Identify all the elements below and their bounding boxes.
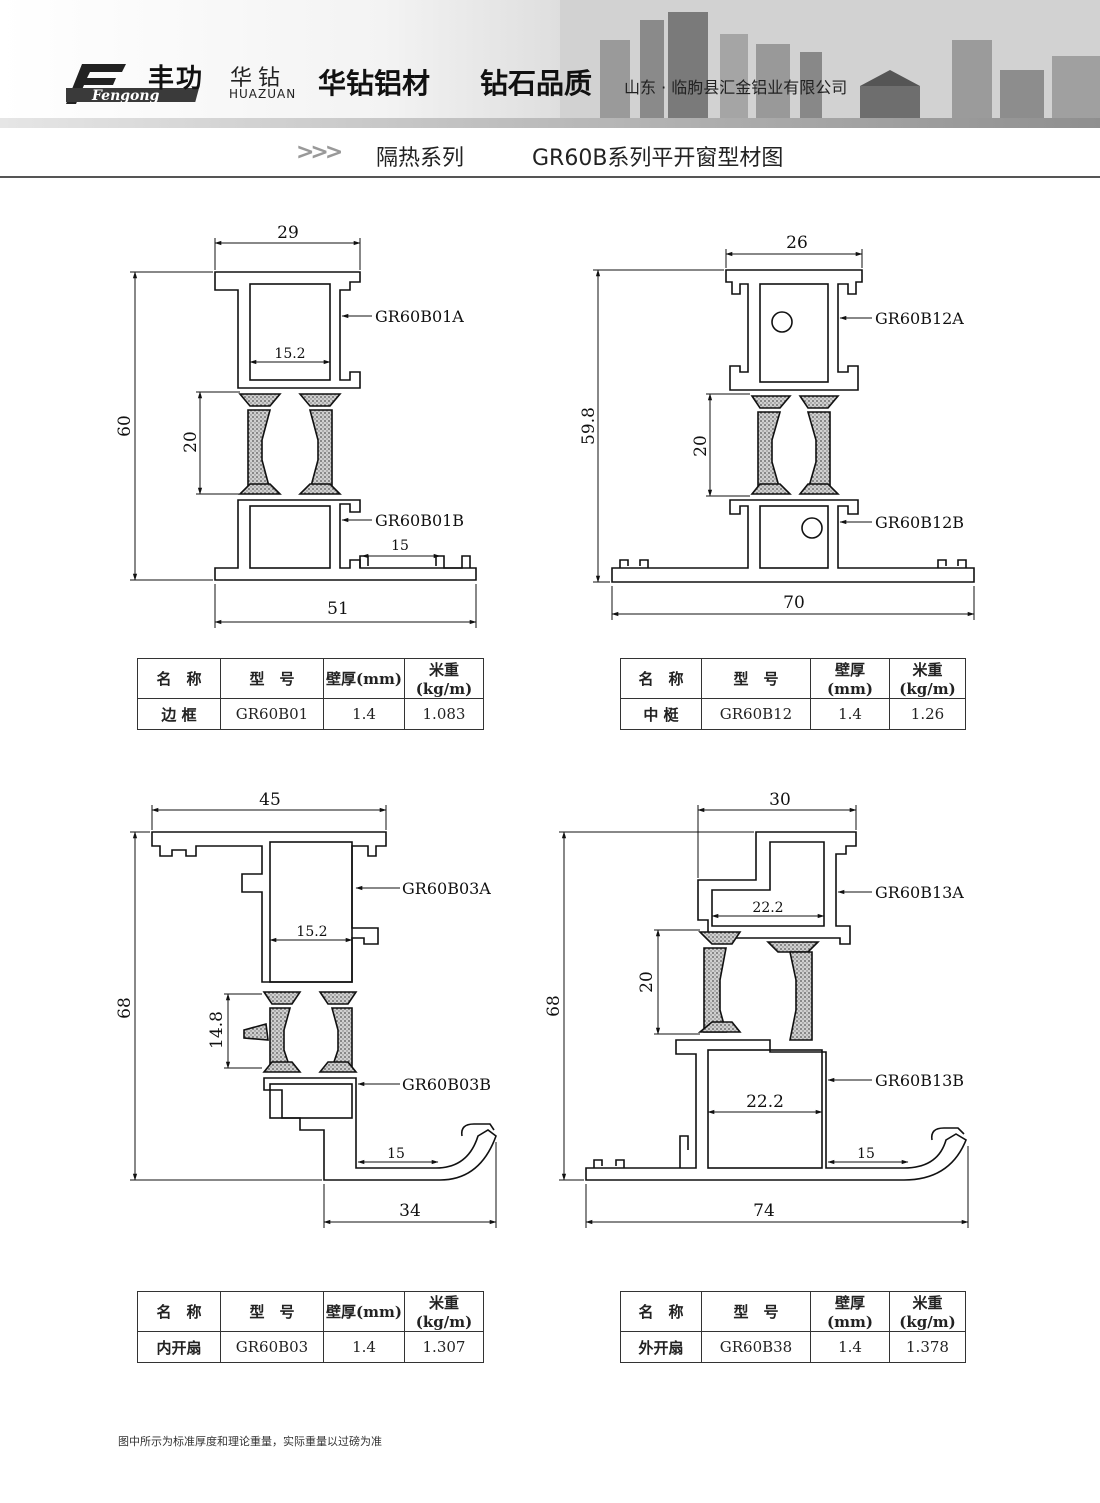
profile-thickness: 1.4 [810,1331,890,1363]
header-thickness: 壁厚(mm) [810,658,890,699]
huazuan-logo-text: 华钻 [230,66,287,91]
gr60b01-dim-slot: 15 [391,538,409,554]
profile-name: 外开扇 [620,1331,702,1363]
gr60b38-dim-gap: 20 [637,971,657,993]
gr60b12-dim-top: 26 [786,233,808,253]
header-weight: 米重(kg/m) [889,1291,966,1332]
profile-gr60b12-drawing [611,269,975,583]
footnote: 图中所示为标准厚度和理论重量，实际重量以过磅为准 [118,1435,382,1448]
gr60b01-dim-top: 29 [277,223,299,243]
svg-text:Fengong: Fengong [91,88,160,104]
profile-weight: 1.307 [404,1331,484,1363]
header-model: 型 号 [701,1291,811,1332]
title-bar: >>> 隔热系列 GR60B系列平开窗型材图 [0,128,1100,178]
profile-model: GR60B01 [220,698,324,730]
header-model: 型 号 [220,1291,324,1332]
profile-model: GR60B38 [701,1331,811,1363]
gr60b38-dim-inner-top: 22.2 [752,900,783,916]
drawing-title: GR60B系列平开窗型材图 [532,146,784,171]
gr60b03a-code: GR60B03A [402,879,491,898]
profile-weight: 1.26 [889,698,966,730]
gr60b03-dim-height: 68 [115,997,135,1019]
profile-drawings: 29 60 20 15.2 15 51 GR60B01A GR60B01B 26… [115,223,975,1228]
profile-gr60b01-drawing [214,271,477,581]
gr60b03b-code: GR60B03B [402,1075,491,1094]
header-thickness: 壁厚(mm) [323,1291,405,1332]
gr60b38-dim-height: 68 [544,995,564,1017]
profile-model: GR60B03 [220,1331,324,1363]
header-name: 名 称 [137,1291,221,1332]
gr60b01-dim-gap: 20 [181,431,201,453]
profile-weight: 1.378 [889,1331,966,1363]
city-skyline-image [560,0,1100,120]
fengong-logo: Fengong [66,64,200,104]
gr60b38-dim-slot: 15 [857,1146,875,1162]
profile-name: 中 梃 [620,698,702,730]
gr60b12-dim-bottom: 70 [783,593,805,613]
gr60b12-dim-gap: 20 [691,435,711,457]
gr60b12a-code: GR60B12A [875,309,964,328]
gr60b12b-code: GR60B12B [875,513,964,532]
page-header: Fengong 丰功 华钻 HUAZUAN 华钻铝材 钻石品质 山东 · 临朐县… [0,0,1100,128]
profile-gr60b38-dimensions [559,805,969,1228]
header-model: 型 号 [701,658,811,699]
profile-thickness: 1.4 [323,698,405,730]
company-name: 山东 · 临朐县汇金铝业有限公司 [624,78,848,97]
gr60b13a-code: GR60B13A [875,883,964,902]
profile-gr60b03-dimensions [130,805,497,1228]
profile-thickness: 1.4 [810,698,890,730]
arrows-icon: >>> [296,140,343,165]
gr60b03-dim-top: 45 [259,790,281,810]
spec-table-gr60b38: 名 称 型 号 壁厚(mm) 米重(kg/m) 外开扇 GR60B38 1.4 … [620,1291,966,1363]
gr60b01-dim-inner: 15.2 [274,346,305,362]
header-weight: 米重(kg/m) [889,658,966,699]
header-name: 名 称 [137,658,221,699]
header-weight: 米重(kg/m) [404,658,484,699]
profile-name: 内开扇 [137,1331,221,1363]
brand-name: 丰功 [148,64,205,94]
gr60b01-dim-bottom: 51 [327,599,349,619]
header-name: 名 称 [620,658,702,699]
profile-gr60b03-drawing [151,831,497,1181]
header-band [0,118,1100,128]
gr60b38-dim-bottom: 74 [753,1201,775,1221]
gr60b03-dim-slot: 15 [387,1146,405,1162]
series-title: 隔热系列 [376,146,465,171]
gr60b01-dim-height: 60 [115,415,135,437]
profile-gr60b12-dimensions [593,249,975,620]
header-thickness: 壁厚(mm) [810,1291,890,1332]
profile-thickness: 1.4 [323,1331,405,1363]
slogan-quality: 钻石品质 [480,67,593,100]
profile-weight: 1.083 [404,698,484,730]
spec-table-gr60b01: 名 称 型 号 壁厚(mm) 米重(kg/m) 边 框 GR60B01 1.4 … [137,658,484,730]
profile-model: GR60B12 [701,698,811,730]
spec-table-gr60b03: 名 称 型 号 壁厚(mm) 米重(kg/m) 内开扇 GR60B03 1.4 … [137,1291,484,1363]
gr60b03-dim-inner: 15.2 [296,924,327,940]
slogan-brand: 华钻铝材 [318,67,431,100]
gr60b03-dim-gap: 14.8 [207,1011,227,1049]
header-thickness: 壁厚(mm) [323,658,405,699]
header-name: 名 称 [620,1291,702,1332]
gr60b01b-code: GR60B01B [375,511,464,530]
gr60b03-dim-bottom: 34 [399,1201,421,1221]
header-model: 型 号 [220,658,324,699]
gr60b12-dim-height: 59.8 [579,407,599,445]
gr60b13b-code: GR60B13B [875,1071,964,1090]
huazuan-logo-latin: HUAZUAN [229,87,297,101]
profile-gr60b38-drawing [585,831,967,1181]
header-weight: 米重(kg/m) [404,1291,484,1332]
profile-name: 边 框 [137,698,221,730]
spec-table-gr60b12: 名 称 型 号 壁厚(mm) 米重(kg/m) 中 梃 GR60B12 1.4 … [620,658,966,730]
gr60b38-dim-top: 30 [769,790,791,810]
gr60b01a-code: GR60B01A [375,307,464,326]
profile-gr60b01-dimensions [130,238,477,628]
gr60b38-dim-inner-bottom: 22.2 [746,1092,784,1112]
